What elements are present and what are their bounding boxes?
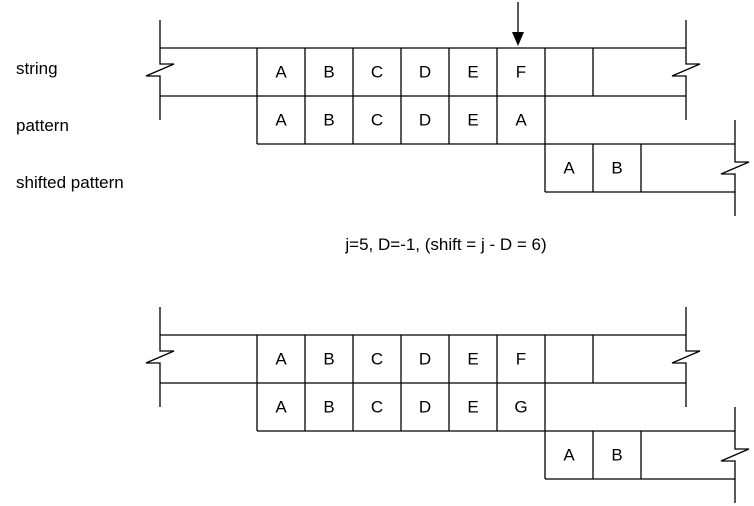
shifted-pattern-cell: A	[563, 445, 575, 464]
pattern-cell: A	[275, 110, 287, 129]
pattern-cell: C	[371, 397, 383, 416]
shifted-pattern-right-break	[720, 407, 750, 503]
shifted-pattern-cell: A	[563, 158, 575, 177]
shifted-pattern-cell: B	[611, 445, 622, 464]
string-cell: E	[467, 349, 478, 368]
pattern-cell: D	[419, 110, 431, 129]
string-cell: B	[323, 62, 334, 81]
pattern-cell: A	[515, 110, 527, 129]
example-2: A B C D E F A B C D E G A B	[145, 307, 750, 503]
shifted-pattern-label: shifted pattern	[16, 173, 124, 192]
string-label: string	[16, 59, 58, 78]
pattern-cell: E	[467, 397, 478, 416]
pattern-cell: D	[419, 397, 431, 416]
string-cell: C	[371, 62, 383, 81]
string-cell: A	[275, 62, 287, 81]
mismatch-arrow	[512, 2, 524, 46]
string-cell: A	[275, 349, 287, 368]
string-cell: D	[419, 62, 431, 81]
shifted-pattern-cell: B	[611, 158, 622, 177]
example-1: A B C D E F A B C D E A A B	[145, 20, 750, 216]
string-cell: F	[516, 62, 526, 81]
shift-caption: j=5, D=-1, (shift = j - D = 6)	[344, 235, 546, 254]
pattern-cell: B	[323, 110, 334, 129]
pattern-cell: A	[275, 397, 287, 416]
string-cell: D	[419, 349, 431, 368]
string-cell: B	[323, 349, 334, 368]
pattern-cell: C	[371, 110, 383, 129]
string-cell: C	[371, 349, 383, 368]
string-cell: E	[467, 62, 478, 81]
pattern-cell: E	[467, 110, 478, 129]
pattern-cell: G	[514, 397, 527, 416]
string-tape-left-break	[145, 307, 175, 407]
pattern-label: pattern	[16, 116, 69, 135]
string-tape-left-break	[145, 20, 175, 120]
string-cell: F	[516, 349, 526, 368]
string-tape-right-break	[671, 20, 701, 120]
shifted-pattern-right-break	[720, 120, 750, 216]
string-tape-right-break	[671, 307, 701, 407]
pattern-cell: B	[323, 397, 334, 416]
